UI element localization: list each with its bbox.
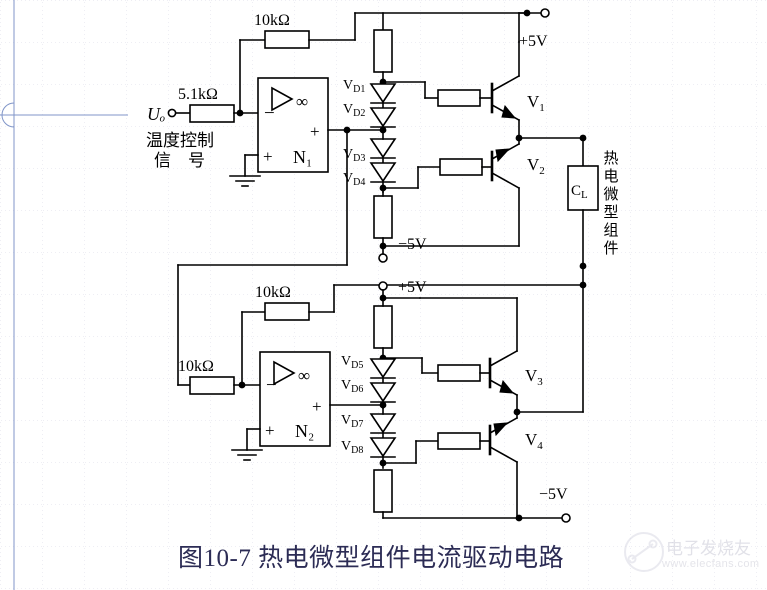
label-diode-vd2: VD2 — [343, 102, 365, 119]
diode-vd4 — [369, 162, 397, 183]
resistor-10k-fb1 — [264, 30, 310, 49]
label-supply-top-neg: −5V — [398, 236, 427, 253]
label-n2-gain: ∞ — [298, 366, 310, 385]
v1-emitter-arrow — [501, 104, 517, 119]
label-load-cl: CL — [571, 183, 588, 201]
label-load-annot-1: 热 — [603, 149, 618, 167]
watermark-logo-icon — [624, 532, 664, 572]
label-resistor-10k-fb2: 10kΩ — [255, 284, 291, 301]
terminal-bot-pos5v — [378, 281, 388, 291]
label-diode-vd6: VD6 — [341, 378, 363, 395]
label-n2-output-sign: + — [312, 397, 322, 416]
resistor-bias-top1 — [373, 29, 393, 73]
label-load-annot-6: 件 — [603, 239, 618, 257]
load-cl-body — [567, 165, 599, 211]
diode-vd3 — [369, 138, 397, 159]
diode-vd1 — [369, 83, 397, 104]
guide-marker — [1, 102, 15, 128]
label-n2-inverting: − — [266, 375, 277, 396]
diode-vd8 — [369, 437, 397, 458]
resistor-10k-fb2 — [264, 302, 310, 321]
v4-emitter-arrow — [493, 422, 509, 437]
label-supply-bot-pos: +5V — [398, 279, 427, 296]
node-fb2-tap — [579, 281, 587, 289]
figure-caption: 图10-7 热电微型组件电流驱动电路 — [178, 545, 565, 572]
label-transistor-v1: V1 — [527, 92, 545, 114]
label-transistor-v2: V2 — [527, 155, 545, 177]
label-diode-vd5: VD5 — [341, 354, 363, 371]
watermark-brand: 电子发烧友 — [666, 539, 751, 558]
label-diode-vd4: VD4 — [343, 171, 365, 188]
label-input-source: Uₒ — [147, 104, 165, 124]
resistor-base-v1 — [437, 89, 481, 107]
opamp-n1-triangle — [271, 86, 294, 112]
resistor-bias-bot1 — [373, 305, 393, 349]
label-n2-noninverting: + — [265, 421, 275, 440]
opamp-n2-body — [259, 351, 331, 447]
diode-vd5 — [369, 358, 397, 379]
input-terminal — [167, 108, 177, 118]
label-diode-vd1: VD1 — [343, 78, 365, 95]
resistor-bias-top2 — [373, 195, 393, 239]
node-top-mid — [379, 126, 387, 134]
label-n1-output-sign: + — [310, 122, 320, 141]
terminal-top-neg5v — [378, 253, 388, 263]
label-n1-inverting: − — [264, 103, 275, 124]
label-supply-top-pos: +5V — [519, 33, 548, 50]
resistor-base-v4 — [437, 432, 481, 450]
label-opamp-n2: N₂ — [295, 421, 314, 441]
terminal-bot-neg5v — [561, 513, 571, 523]
label-diode-vd3: VD3 — [343, 147, 365, 164]
label-diode-vd8: VD8 — [341, 439, 363, 456]
label-load-annot-3: 微 — [603, 185, 618, 203]
v3-emitter-arrow — [499, 379, 515, 394]
label-load-annot-2: 电 — [603, 167, 618, 185]
opamp-n1-body — [257, 77, 329, 173]
label-signal-line1: 温度控制 — [146, 131, 214, 151]
label-load-annot-4: 型 — [603, 203, 618, 221]
opamp-n2-triangle — [273, 360, 296, 386]
resistor-10k-in2 — [189, 376, 235, 395]
label-resistor-10k-in2: 10kΩ — [178, 358, 214, 375]
label-diode-vd7: VD7 — [341, 413, 363, 430]
label-load-annot-5: 组 — [603, 221, 618, 239]
resistor-base-v3 — [437, 364, 481, 382]
watermark-url: www.elecfans.com — [662, 558, 760, 570]
label-supply-bot-neg: −5V — [539, 486, 568, 503]
diode-vd2 — [369, 107, 397, 128]
label-transistor-v4: V4 — [525, 430, 543, 452]
resistor-5k1 — [189, 104, 235, 123]
label-n1-noninverting: + — [263, 147, 273, 166]
resistor-bias-bot2 — [373, 469, 393, 513]
label-n1-gain: ∞ — [296, 92, 308, 111]
v2-emitter-arrow — [495, 148, 511, 163]
label-resistor-5k1: 5.1kΩ — [178, 86, 218, 103]
diode-vd7 — [369, 413, 397, 434]
watermark: 电子发烧友 www.elecfans.com — [622, 528, 762, 586]
label-signal-line2: 信 号 — [154, 151, 205, 171]
label-resistor-10k-fb1: 10kΩ — [254, 12, 290, 29]
terminal-top-pos5v — [540, 8, 550, 18]
label-transistor-v3: V3 — [525, 366, 543, 388]
diode-vd6 — [369, 382, 397, 403]
resistor-base-v2 — [439, 158, 483, 176]
label-opamp-n1: N₁ — [293, 147, 312, 167]
